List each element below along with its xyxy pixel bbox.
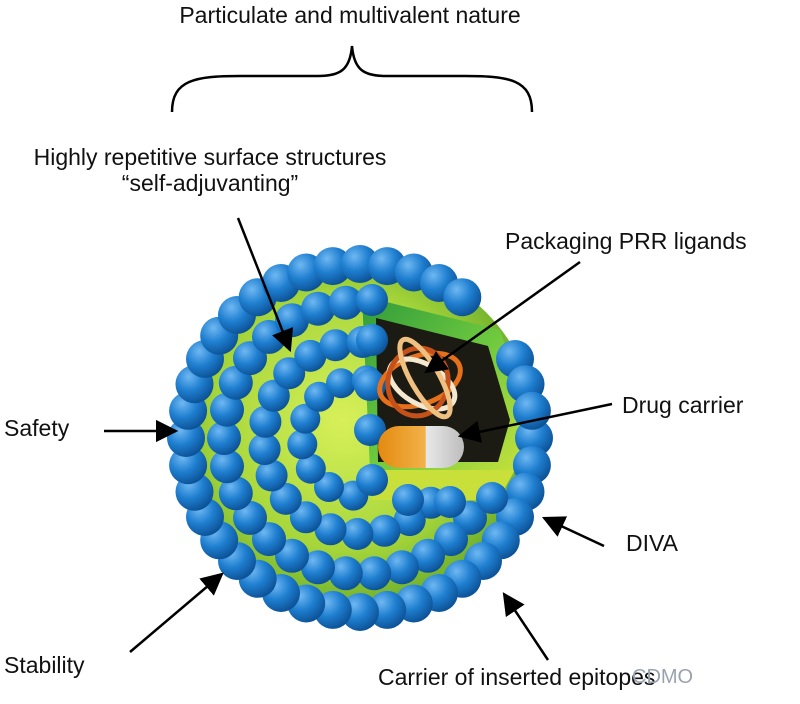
capsomer-knob — [290, 403, 321, 434]
capsomer-knob — [443, 278, 482, 317]
capsomer-knob — [273, 357, 306, 390]
capsomer-knob — [356, 464, 388, 496]
capsomer-knob — [326, 368, 356, 399]
capsomer-knob — [169, 446, 208, 485]
capsomer-knob — [249, 405, 282, 438]
drug-carrier-label: Drug carrier — [622, 392, 744, 418]
capsomer-knob — [301, 550, 335, 585]
capsomer-knob — [257, 379, 290, 412]
capsomer-knob — [341, 245, 379, 283]
capsomer-knob — [385, 550, 419, 585]
arrow-prr — [424, 260, 581, 374]
capsomer-knob — [210, 449, 244, 484]
capsomer-knob — [341, 593, 379, 631]
capsomer-knob — [328, 285, 363, 320]
capsomer-knob — [314, 472, 344, 502]
capsomer-knob — [294, 339, 327, 372]
stability-label: Stability — [4, 652, 85, 678]
arrow-drug — [457, 402, 613, 443]
capsomer-knob — [476, 482, 508, 514]
capsomer-knob — [512, 391, 551, 430]
arrow-stability — [129, 572, 224, 653]
capsomer-knob — [411, 538, 445, 573]
capsomer-knob — [304, 381, 335, 412]
capsomer-knob — [341, 518, 374, 550]
capsomer-knob — [356, 284, 388, 316]
capsomer-knob — [255, 459, 288, 492]
watermark-text: CDMO — [632, 666, 694, 688]
capsomer-knob — [434, 486, 466, 518]
capsomer-knob — [392, 484, 424, 516]
capsomer-knob — [210, 392, 244, 427]
capsomer-knob — [233, 500, 267, 535]
capsomer-knob — [207, 421, 241, 455]
capsomer-knob — [356, 324, 388, 356]
capsomer-knob — [368, 590, 407, 629]
capsomer-knob — [368, 514, 401, 547]
capsomer-knob — [357, 556, 392, 591]
capsomer-knob — [515, 419, 553, 457]
surface-structures-label: Highly repetitive surface structures “se… — [0, 144, 420, 197]
capsomer-knob — [313, 247, 352, 286]
capsomer-knob — [287, 429, 318, 460]
safety-label: Safety — [4, 415, 70, 441]
carrier-epitopes-label: Carrier of inserted epitopes — [378, 664, 656, 690]
prr-ligands-label: Packaging PRR ligands — [505, 228, 747, 254]
arrow-diva — [541, 516, 605, 548]
drug-capsule — [378, 426, 464, 468]
surface-capsomers — [167, 245, 553, 631]
capsomer-knob — [218, 476, 253, 511]
surface-line-2: “self-adjuvanting” — [121, 170, 299, 197]
capsomer-knob — [319, 329, 352, 362]
arrow-surface — [236, 217, 294, 353]
capsomer-knob — [218, 365, 253, 400]
arrow-carrier — [502, 592, 550, 661]
capsomer-knob — [354, 414, 386, 446]
surface-line-1: Highly repetitive surface structures — [33, 144, 387, 170]
capsomer-knob — [314, 513, 347, 546]
brace — [170, 45, 534, 113]
capsomer-knob — [295, 453, 326, 484]
capsomer-knob — [269, 482, 302, 515]
title-label: Particulate and multivalent nature — [179, 2, 521, 28]
capsomer-knob — [248, 433, 281, 466]
capsomer-knob — [301, 291, 335, 326]
diva-label: DIVA — [626, 530, 678, 556]
capsomer-knob — [328, 556, 363, 591]
